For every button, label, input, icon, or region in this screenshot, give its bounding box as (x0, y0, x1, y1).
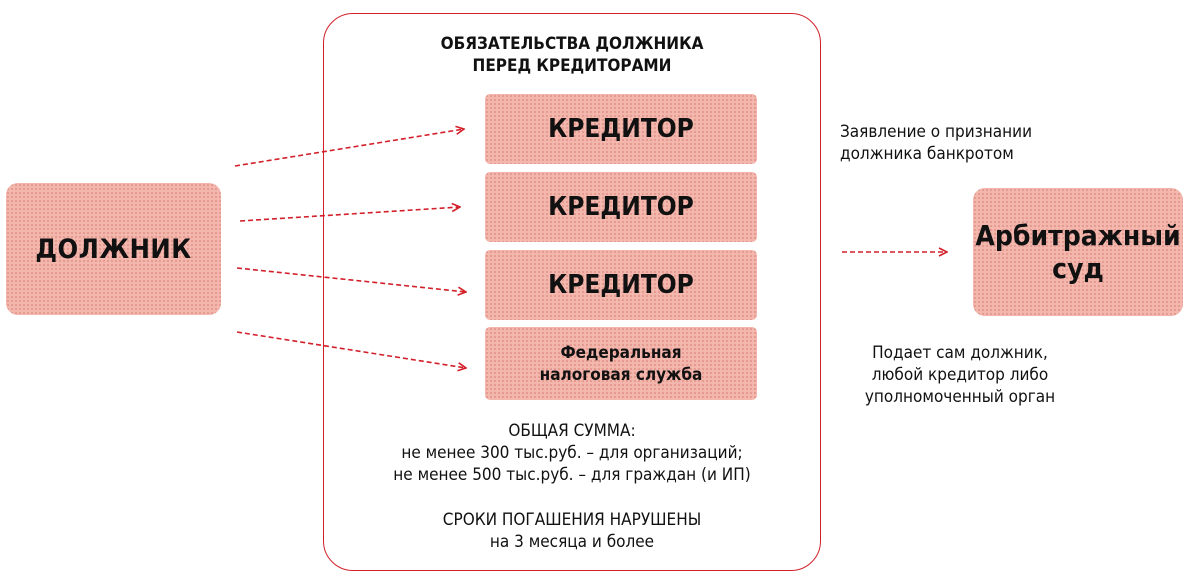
obligations-title-line-1: ОБЯЗАТЕЛЬСТВА ДОЛЖНИКА (440, 34, 704, 54)
filer-line-1: Подает сам должник, (872, 343, 1048, 363)
arrow-debtor-to-creditor-3 (236, 267, 466, 292)
total-sum-heading: ОБЩАЯ СУММА: (508, 421, 636, 441)
tax-service-box: Федеральная налоговая служба (485, 327, 757, 400)
filer-line-2: любой кредитор либо (871, 365, 1049, 385)
tax-service-label: Федеральная налоговая служба (540, 342, 703, 386)
terms-detail: на 3 месяца и более (489, 532, 655, 552)
arbitration-court-box: Арбитражный суд (973, 188, 1183, 316)
terms-heading: СРОКИ ПОГАШЕНИЯ НАРУШЕНЫ (442, 510, 702, 530)
debtor-label: ДОЛЖНИК (35, 233, 192, 265)
arrow-debtor-to-creditor-2 (239, 207, 460, 222)
obligations-title: ОБЯЗАТЕЛЬСТВА ДОЛЖНИКА ПЕРЕД КРЕДИТОРАМИ (323, 33, 821, 77)
creditor-box-3: КРЕДИТОР (485, 250, 757, 320)
application-text: Заявление о признании должника банкротом (840, 121, 1110, 165)
creditor-label: КРЕДИТОР (548, 270, 694, 300)
application-line-2: должника банкротом (840, 144, 1014, 164)
arrow-debtor-to-tax-service (236, 331, 466, 368)
obligations-group-frame (323, 13, 821, 571)
total-sum-organizations: не менее 300 тыс.руб. – для организаций; (401, 443, 743, 463)
total-sum-citizens: не менее 500 тыс.руб. – для граждан (и И… (393, 465, 751, 485)
tax-service-line-1: Федеральная (560, 342, 682, 363)
obligations-title-line-2: ПЕРЕД КРЕДИТОРАМИ (472, 56, 672, 76)
arrow-debtor-to-creditor-1 (234, 129, 464, 167)
creditor-label: КРЕДИТОР (548, 114, 694, 144)
filer-text: Подает сам должник, любой кредитор либо … (830, 342, 1090, 408)
court-label-line-2: суд (1052, 252, 1104, 285)
filer-line-3: уполномоченный орган (864, 387, 1056, 407)
creditor-box-2: КРЕДИТОР (485, 172, 757, 242)
debtor-box: ДОЛЖНИК (6, 183, 221, 315)
creditor-label: КРЕДИТОР (548, 192, 694, 222)
court-label: Арбитражный суд (975, 219, 1180, 285)
total-sum-text: ОБЩАЯ СУММА: не менее 300 тыс.руб. – для… (323, 420, 821, 486)
application-line-1: Заявление о признании (840, 122, 1033, 142)
creditor-box-1: КРЕДИТОР (485, 94, 757, 164)
terms-text: СРОКИ ПОГАШЕНИЯ НАРУШЕНЫ на 3 месяца и б… (323, 509, 821, 553)
court-label-line-1: Арбитражный (975, 219, 1181, 252)
tax-service-line-2: налоговая служба (539, 364, 703, 385)
